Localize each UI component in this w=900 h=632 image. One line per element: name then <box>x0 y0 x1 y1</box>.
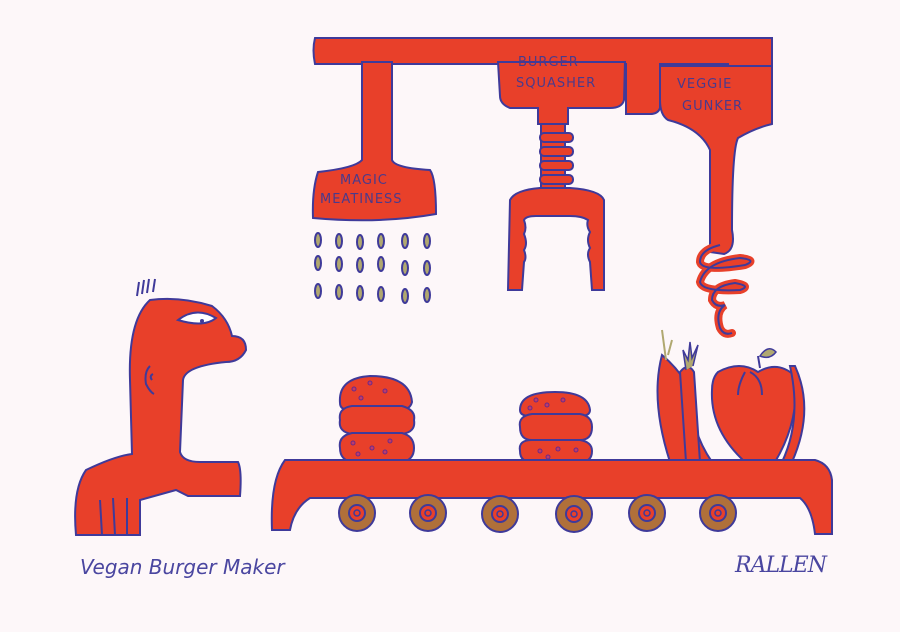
meatiness-drops <box>314 232 431 304</box>
squasher-spring <box>539 123 574 195</box>
conveyor-gears <box>338 494 737 533</box>
burger-stack-2 <box>518 390 594 463</box>
magic-meatiness-label-2: MEATINESS <box>320 192 403 207</box>
burger-squasher-label-2: SQUASHER <box>516 76 596 91</box>
veggie-gunker-machine: VEGGIE GUNKER <box>659 65 773 338</box>
veggies <box>656 329 806 463</box>
person-figure <box>74 278 248 536</box>
magic-meatiness-machine: MAGIC MEATINESS <box>311 61 438 222</box>
veggie-gunker-label-2: GUNKER <box>682 99 743 114</box>
burger-squasher-machine: BURGER SQUASHER <box>496 55 627 291</box>
conveyor-belt <box>270 459 833 535</box>
burger-squasher-label-1: BURGER <box>518 55 579 70</box>
veggie-gunker-label-1: VEGGIE <box>677 77 732 92</box>
illustration-title: Vegan Burger Maker <box>80 555 285 579</box>
squasher-claw <box>506 187 605 291</box>
magic-meatiness-label-1: MAGIC <box>340 173 388 188</box>
burger-stack-1 <box>338 374 416 463</box>
artist-signature: RALLEN <box>735 553 827 578</box>
